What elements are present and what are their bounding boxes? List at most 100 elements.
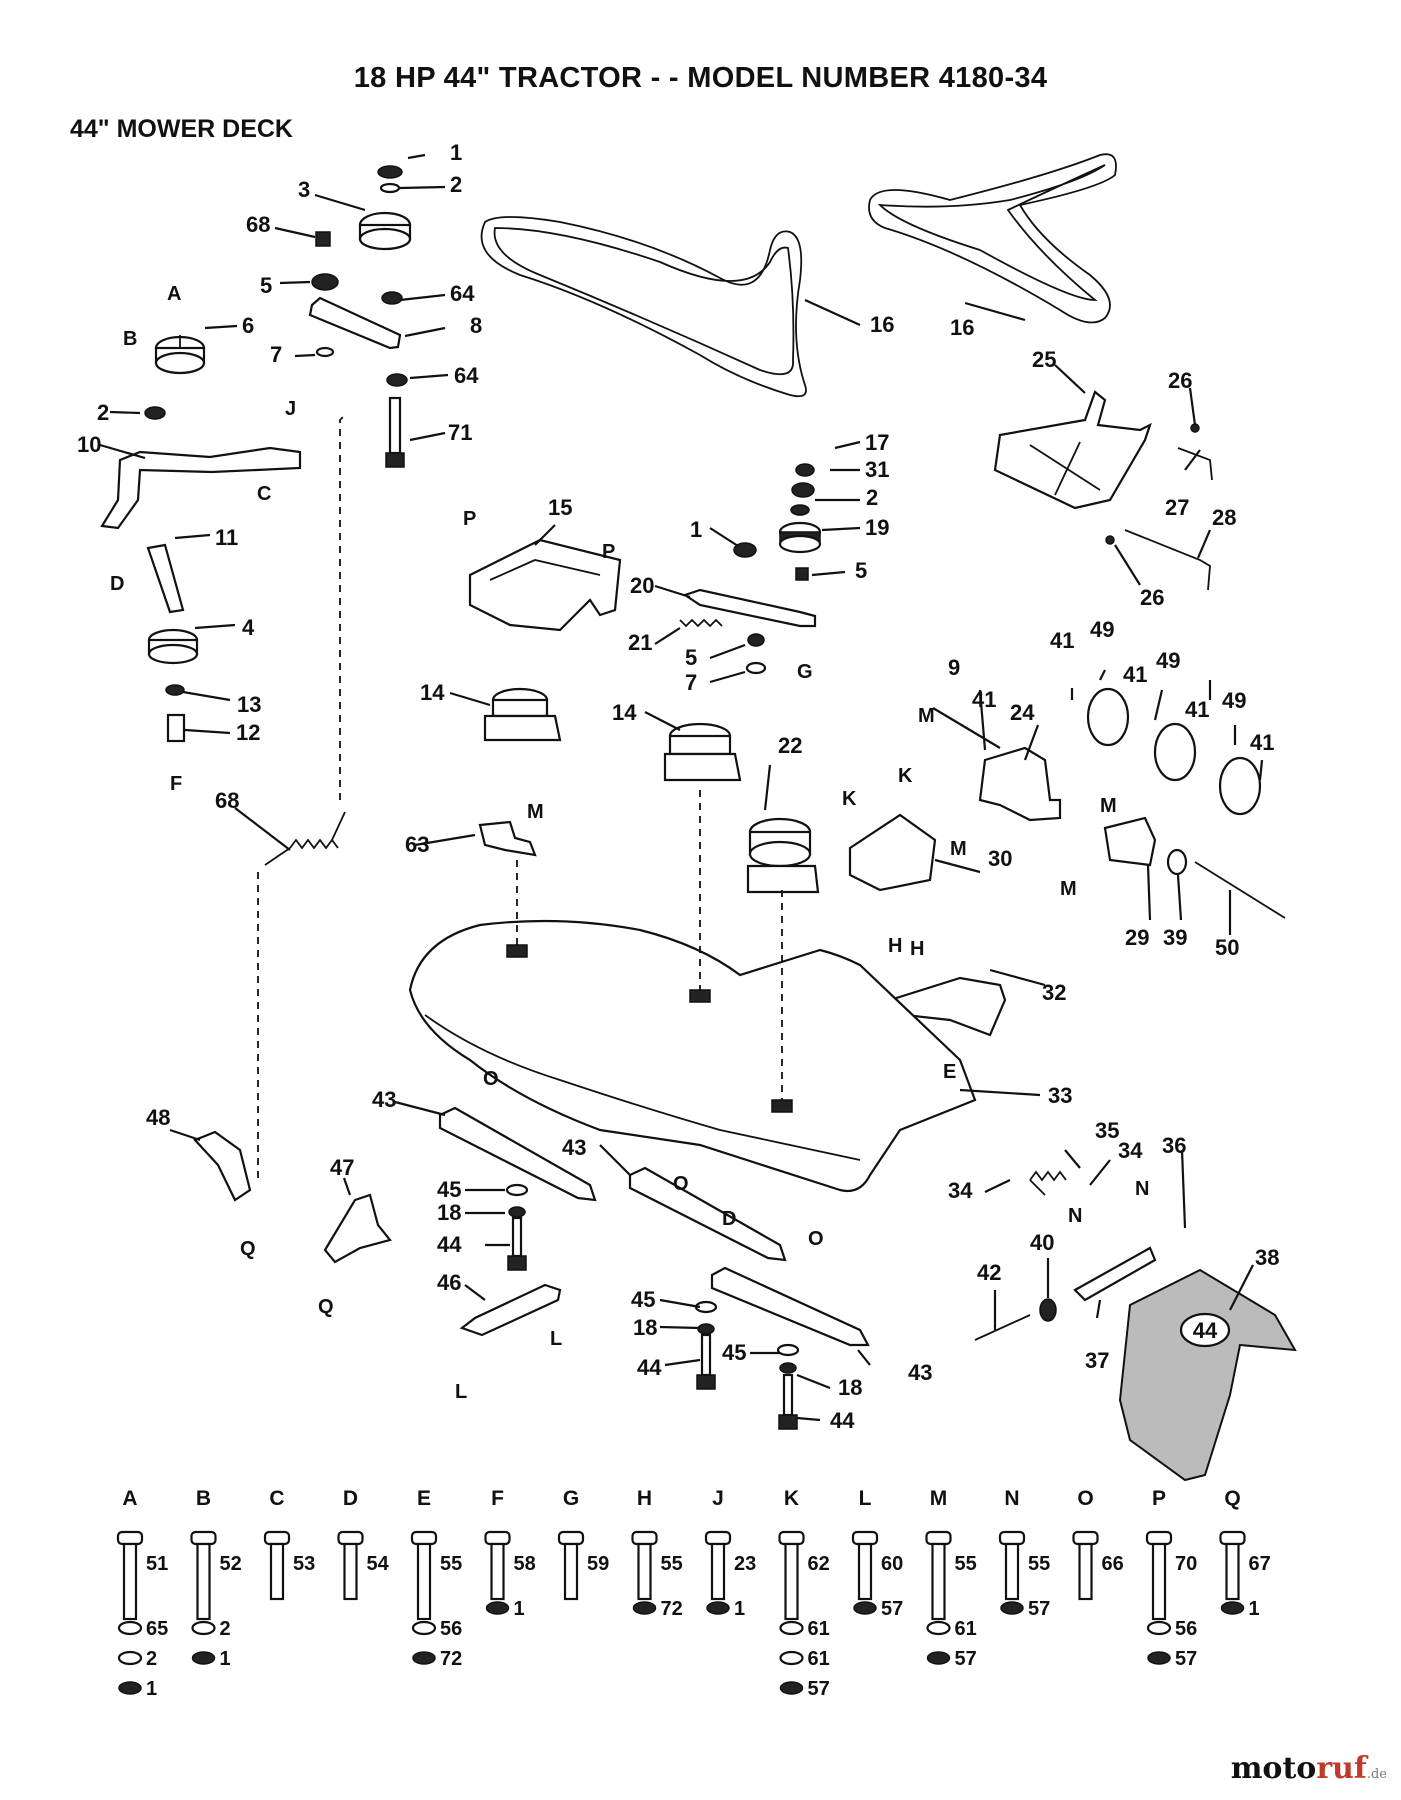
hardware-part-number: 57 bbox=[955, 1648, 977, 1670]
bolt-head bbox=[263, 1530, 291, 1546]
mower-belt-right-inner bbox=[877, 164, 1106, 301]
hardware-part-number: 70 bbox=[1175, 1553, 1197, 1575]
nut-64-lower bbox=[386, 373, 408, 387]
hardware-fastener bbox=[926, 1651, 951, 1665]
ref-Q-right: Q bbox=[318, 1296, 334, 1318]
bolt-shank bbox=[196, 1542, 211, 1621]
bolt-head bbox=[851, 1530, 879, 1546]
hardware-fastener bbox=[1000, 1601, 1024, 1615]
hardware-fastener bbox=[411, 1620, 437, 1636]
hardware-part-number: 51 bbox=[146, 1553, 168, 1575]
bracket-37 bbox=[1073, 1246, 1157, 1302]
ref-G: G bbox=[797, 661, 813, 683]
hardware-key: A516521B5221C53D54E555672F581G59H5572J23… bbox=[116, 1487, 1271, 1700]
bolt-shank bbox=[343, 1542, 358, 1601]
bracket-30 bbox=[848, 813, 937, 892]
label-46: 46 bbox=[437, 1270, 461, 1295]
deck-mount-right bbox=[771, 1099, 793, 1113]
pin-26-lower bbox=[1105, 535, 1115, 545]
hardware-fastener bbox=[191, 1620, 216, 1636]
hardware-part-number: 67 bbox=[1249, 1553, 1271, 1575]
hardware-part-number: 55 bbox=[955, 1553, 977, 1575]
hardware-fastener bbox=[1146, 1620, 1172, 1636]
rod-50 bbox=[1194, 861, 1286, 919]
label-48: 48 bbox=[146, 1105, 170, 1130]
spacer-12 bbox=[166, 713, 186, 743]
deck-mount-left bbox=[506, 944, 528, 958]
label-4: 4 bbox=[242, 615, 255, 640]
hardware-letter: P bbox=[1152, 1487, 1166, 1510]
hardware-part-number: 62 bbox=[808, 1553, 830, 1575]
label-22: 22 bbox=[778, 733, 802, 758]
label-31: 31 bbox=[865, 457, 889, 482]
hardware-part-number: 52 bbox=[220, 1553, 242, 1575]
label-49-a: 49 bbox=[1090, 617, 1114, 642]
label-41-d: 41 bbox=[1250, 730, 1274, 755]
hardware-letter: N bbox=[1004, 1487, 1019, 1510]
label-1-top: 1 bbox=[450, 140, 462, 165]
blade-43-left bbox=[438, 1106, 597, 1202]
hardware-part-number: 61 bbox=[808, 1648, 830, 1670]
washer-7-upper bbox=[315, 346, 335, 358]
ref-D-left: D bbox=[110, 573, 124, 595]
bolt-head bbox=[631, 1530, 658, 1546]
hardware-part-number: 2 bbox=[220, 1618, 231, 1640]
label-3: 3 bbox=[298, 177, 310, 202]
ref-E: E bbox=[943, 1061, 956, 1083]
hardware-letter: J bbox=[712, 1487, 724, 1510]
bolt-head bbox=[778, 1530, 805, 1546]
hardware-part-number: 1 bbox=[734, 1598, 745, 1620]
hardware-part-number: 59 bbox=[587, 1553, 609, 1575]
ref-M-bottom: M bbox=[1060, 878, 1077, 900]
hardware-part-number: 61 bbox=[955, 1618, 977, 1640]
hardware-fastener bbox=[779, 1681, 804, 1695]
hardware-fastener bbox=[485, 1601, 510, 1615]
ref-A: A bbox=[167, 283, 181, 305]
hardware-fastener bbox=[191, 1651, 216, 1665]
ref-H-right: H bbox=[910, 938, 924, 960]
label-18-left: 18 bbox=[437, 1200, 461, 1225]
hardware-column-c: C53 bbox=[263, 1487, 315, 1601]
bolt-head bbox=[337, 1530, 364, 1546]
bolt-shank bbox=[122, 1542, 138, 1621]
label-47: 47 bbox=[330, 1155, 354, 1180]
label-16-left: 16 bbox=[870, 312, 894, 337]
spacer-68 bbox=[315, 231, 331, 247]
bolt-head bbox=[925, 1530, 952, 1546]
bolt-shank bbox=[710, 1542, 726, 1601]
label-21: 21 bbox=[628, 630, 652, 655]
hardware-fastener bbox=[117, 1620, 143, 1636]
label-27: 27 bbox=[1165, 495, 1189, 520]
label-26-upper: 26 bbox=[1168, 368, 1192, 393]
hanger-29 bbox=[1103, 816, 1157, 867]
label-41-c: 41 bbox=[1185, 697, 1209, 722]
rod-27 bbox=[1177, 447, 1213, 481]
gauge-wheel-49a bbox=[1086, 687, 1130, 747]
hardware-letter: E bbox=[417, 1487, 431, 1510]
label-8: 8 bbox=[470, 313, 482, 338]
ref-O-right: O bbox=[808, 1228, 824, 1250]
bolt-shank bbox=[563, 1542, 579, 1601]
ref-L-left: L bbox=[455, 1381, 467, 1403]
belt-cover-15 bbox=[468, 538, 622, 632]
hardware-fastener bbox=[632, 1601, 657, 1615]
mower-belt-left bbox=[480, 216, 807, 398]
label-43-right: 43 bbox=[908, 1360, 932, 1385]
label-30: 30 bbox=[988, 846, 1012, 871]
label-26-lower: 26 bbox=[1140, 585, 1164, 610]
label-7-upper: 7 bbox=[270, 342, 282, 367]
label-41-b: 41 bbox=[1123, 662, 1147, 687]
hardware-fastener bbox=[779, 1650, 804, 1666]
diagram-subtitle: 44" MOWER DECK bbox=[70, 115, 293, 143]
hardware-part-number: 2 bbox=[146, 1648, 157, 1670]
ref-M-top: M bbox=[527, 801, 544, 823]
label-34-b: 34 bbox=[948, 1178, 973, 1203]
reference-letters: A B J C D F P P G M M M M M K K H H E O … bbox=[110, 283, 1149, 1403]
label-2-left: 2 bbox=[97, 400, 109, 425]
bolt-shank bbox=[784, 1542, 799, 1621]
nut-17 bbox=[795, 463, 815, 477]
label-71: 71 bbox=[448, 420, 472, 445]
label-13: 13 bbox=[237, 692, 261, 717]
